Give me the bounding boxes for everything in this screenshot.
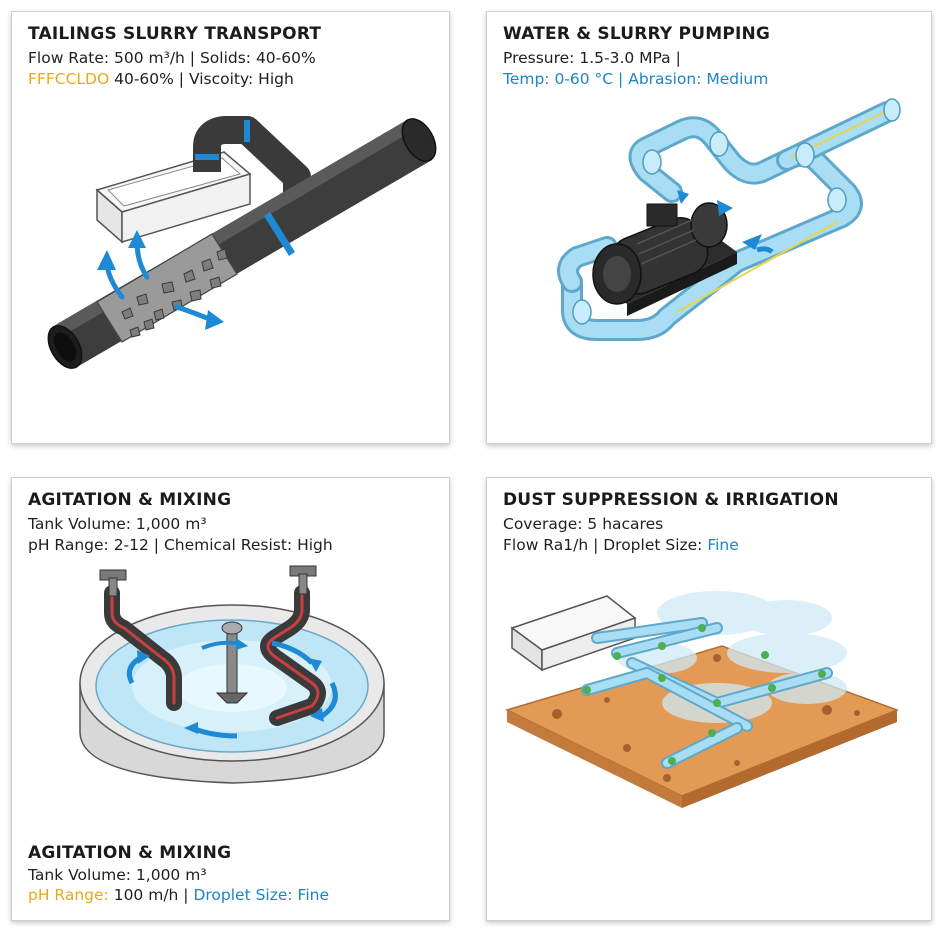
pumping-loop-illustration xyxy=(557,98,901,341)
sprinkler-nozzles xyxy=(583,624,826,765)
spec-blue: Fine xyxy=(707,536,739,554)
spec-rest: 40-60% | Viscoity: High xyxy=(109,70,294,88)
elbow-pipe xyxy=(193,116,311,197)
tailings-pipeline-illustration xyxy=(47,116,437,369)
spec-highlight: FFFCCLDO xyxy=(28,70,110,88)
flow-arrow-icon xyxy=(126,638,338,739)
spec-line-2: pH Range: 2-12 | Chemical Resist: High xyxy=(28,536,333,554)
ground-plot xyxy=(504,645,900,808)
footer-blue: Droplet Size: Fine xyxy=(193,886,330,904)
spec-line-1: Pressure: 1.5-3.0 MPa | xyxy=(503,49,681,67)
spec-line-1: Tank Volume: 1,000 m³ xyxy=(28,515,207,533)
main-slurry-pipe xyxy=(47,118,437,369)
panel-water-slurry-pumping: WATER & SLURRY PUMPING Pressure: 1.5-3.0… xyxy=(486,11,932,444)
spec-line-2: FFFCCLDO 40-60% | Viscoity: High xyxy=(28,70,294,88)
panel-title: WATER & SLURRY PUMPING xyxy=(503,24,771,44)
rocks xyxy=(552,654,860,782)
mixing-tank-illustration xyxy=(79,565,385,784)
spec-line-1: Flow Rate: 500 m³/h | Solids: 40-60% xyxy=(28,49,316,67)
agitator-pipes xyxy=(104,585,326,726)
panel-title: TAILINGS SLURRY TRANSPORT xyxy=(28,24,322,44)
spec-line-2: Flow Ra1/h | Droplet Size: Fine xyxy=(503,536,739,554)
irrigation-field-illustration xyxy=(504,591,900,808)
flow-arrow-icon xyxy=(677,190,774,254)
panel-dust-suppression-irrigation: DUST SUPPRESSION & IRRIGATION Coverage: … xyxy=(486,477,932,921)
footer-line-1: Tank Volume: 1,000 m³ xyxy=(28,866,207,884)
pump-motor-icon xyxy=(592,202,737,316)
footer-line-2: pH Range: 100 m/h | Droplet Size: Fine xyxy=(28,886,329,904)
pipe-fittings xyxy=(572,98,901,325)
panel-tailings-slurry-transport: TAILINGS SLURRY TRANSPORT Flow Rate: 500… xyxy=(11,11,450,444)
agitator-icon xyxy=(215,621,249,704)
spec-line-2: Temp: 0-60 °C | Abrasion: Medium xyxy=(503,70,769,88)
footer-highlight: pH Range: xyxy=(28,886,109,904)
spec-prefix: Flow Ra1/h | Droplet Size: xyxy=(503,536,708,554)
valves xyxy=(99,565,317,597)
footer-mid: 100 m/h | xyxy=(108,886,194,904)
panel-title: DUST SUPPRESSION & IRRIGATION xyxy=(503,490,839,510)
panel-title: AGITATION & MIXING xyxy=(28,490,232,510)
spec-line-1: Coverage: 5 hacares xyxy=(503,515,664,533)
panel-agitation-mixing: AGITATION & MIXING Tank Volume: 1,000 m³… xyxy=(11,477,450,921)
footer-title: AGITATION & MIXING xyxy=(28,843,232,863)
